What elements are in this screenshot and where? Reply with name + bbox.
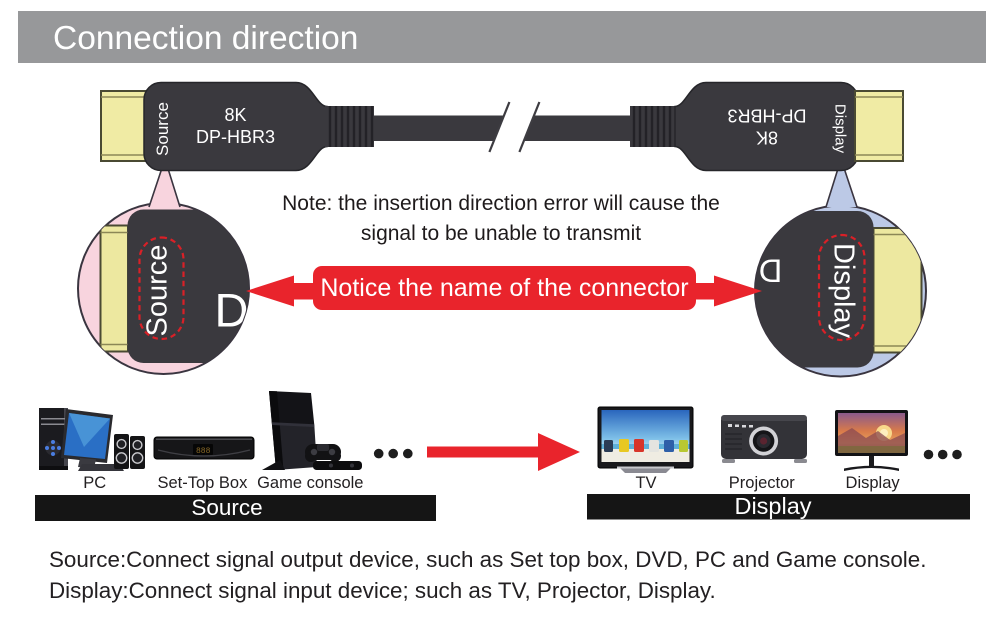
- svg-text:D: D: [759, 253, 782, 289]
- svg-text:888: 888: [196, 447, 211, 456]
